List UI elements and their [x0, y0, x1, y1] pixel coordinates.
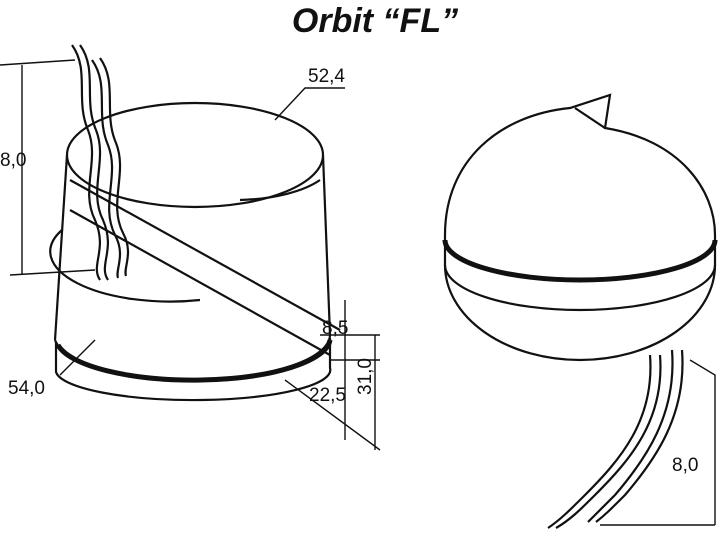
drawing-title: Orbit “FL” — [291, 2, 459, 40]
right-fixture — [442, 93, 718, 362]
dimension-right-cable-spacing: 8,0 — [672, 455, 699, 476]
dimension-left-cable-spacing: 8,0 — [0, 150, 27, 171]
left-dimension-lines — [0, 59, 381, 451]
left-fixture — [49, 101, 341, 402]
right-cables — [547, 349, 716, 529]
dimension-band-height: 8,5 — [322, 318, 349, 339]
left-cables — [71, 44, 130, 281]
dimension-total-height: 31,0 — [355, 358, 376, 395]
dimension-lower-height: 22,5 — [309, 385, 346, 406]
dimension-top-diameter: 52,4 — [308, 66, 345, 87]
dimension-base-diameter: 54,0 — [8, 378, 45, 399]
